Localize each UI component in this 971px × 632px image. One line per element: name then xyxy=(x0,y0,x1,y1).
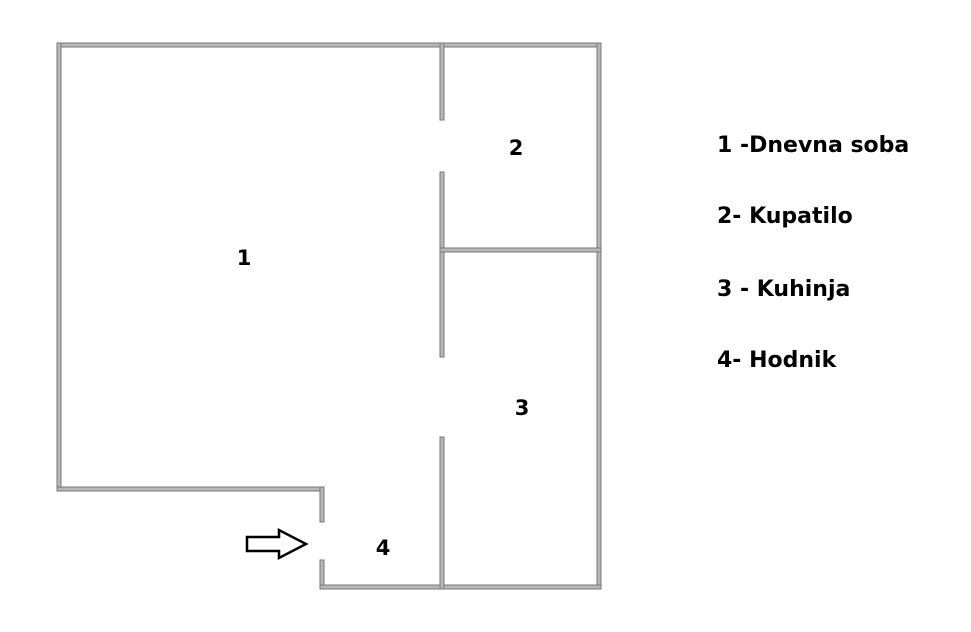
walls xyxy=(56,42,602,590)
wall-interior-2 xyxy=(439,171,445,358)
legend-item-2: 2- Kupatilo xyxy=(717,204,853,229)
legend-item-1: 1 -Dnevna soba xyxy=(717,133,910,158)
room-label-kitchen: 3 xyxy=(515,396,530,420)
wall-left xyxy=(56,42,62,492)
room-label-hallway: 4 xyxy=(376,536,391,560)
arrow-right-outline-icon xyxy=(245,527,309,561)
room-label-living: 1 xyxy=(237,246,252,270)
room-label-bathroom: 2 xyxy=(509,136,524,160)
wall-bottom xyxy=(319,584,602,590)
legend-item-3: 3 - Kuhinja xyxy=(717,277,851,302)
legend-item-4: 4- Hodnik xyxy=(717,348,837,373)
wall-top xyxy=(56,42,602,48)
wall-entrance-upper xyxy=(319,486,325,523)
wall-right xyxy=(596,42,602,590)
wall-interior-3 xyxy=(439,436,445,590)
wall-bathroom-kitchen xyxy=(439,247,602,253)
wall-interior-1 xyxy=(439,42,445,121)
wall-living-bottom xyxy=(56,486,325,492)
